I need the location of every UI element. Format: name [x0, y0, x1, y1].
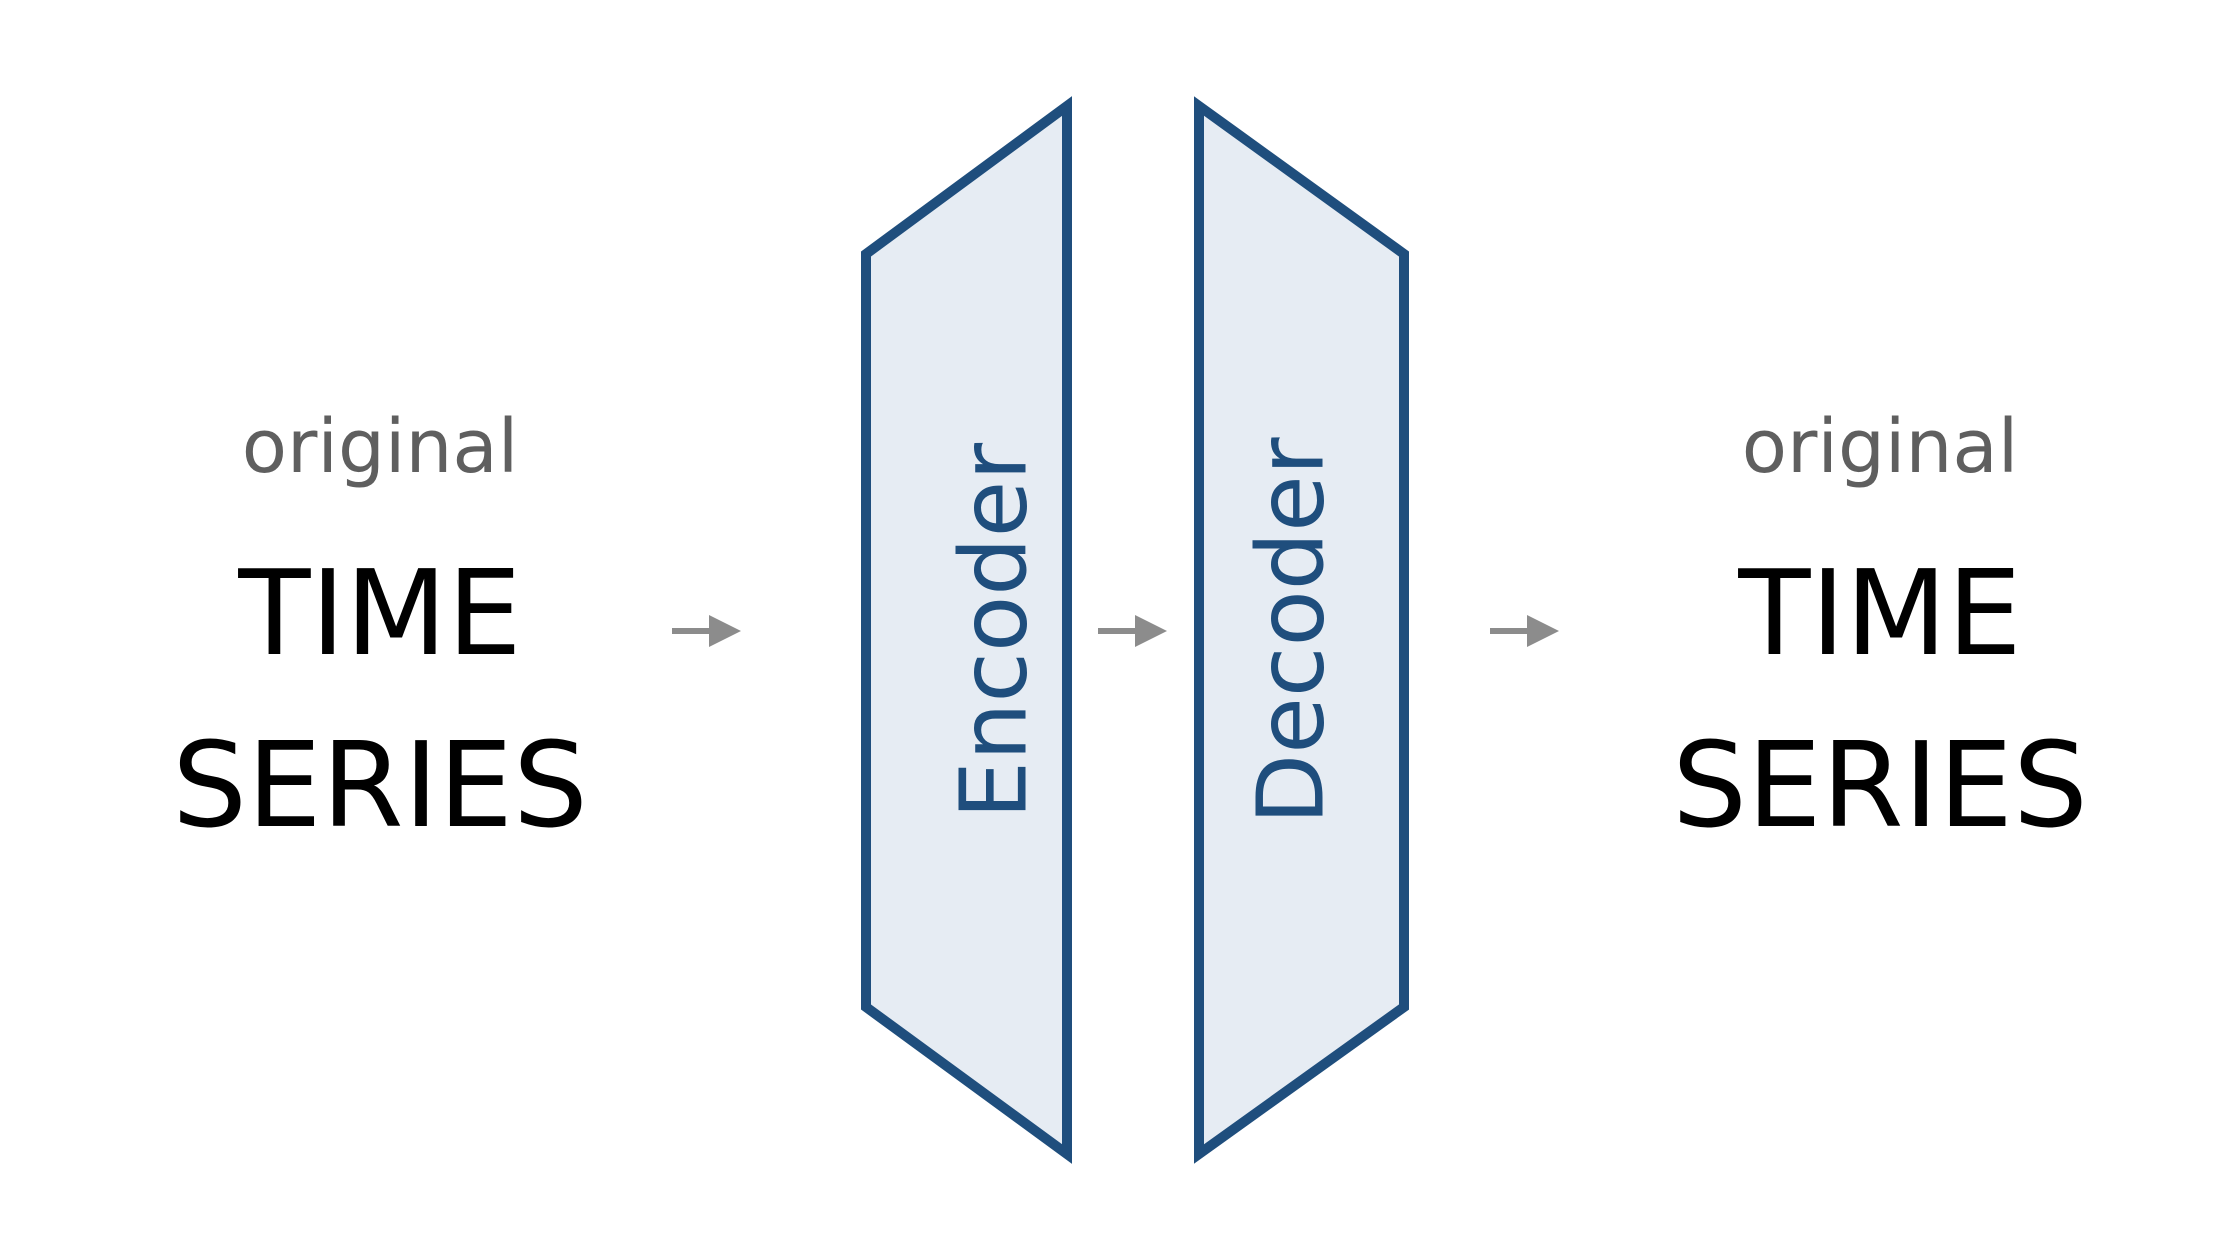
output-line2: SERIES — [1672, 716, 2088, 854]
input-line2: SERIES — [172, 716, 588, 854]
decoder-label: Decoder — [1237, 437, 1344, 824]
encoder-label: Encoder — [940, 443, 1047, 819]
arrow-encoder-decoder — [1098, 615, 1167, 647]
decoder-block: Decoder — [1194, 96, 1409, 1164]
encoder-block: Encoder — [861, 96, 1072, 1164]
arrow-input-encoder — [672, 615, 741, 647]
output-time-series: original TIME SERIES — [1672, 404, 2088, 854]
input-line1: TIME — [237, 544, 521, 682]
input-time-series: original TIME SERIES — [172, 404, 588, 854]
decoder-shape — [1194, 96, 1409, 1164]
input-small-label: original — [242, 404, 519, 490]
output-small-label: original — [1742, 404, 2019, 490]
output-line1: TIME — [1737, 544, 2021, 682]
arrow-decoder-output — [1490, 615, 1559, 647]
encoder-shape — [861, 96, 1072, 1164]
